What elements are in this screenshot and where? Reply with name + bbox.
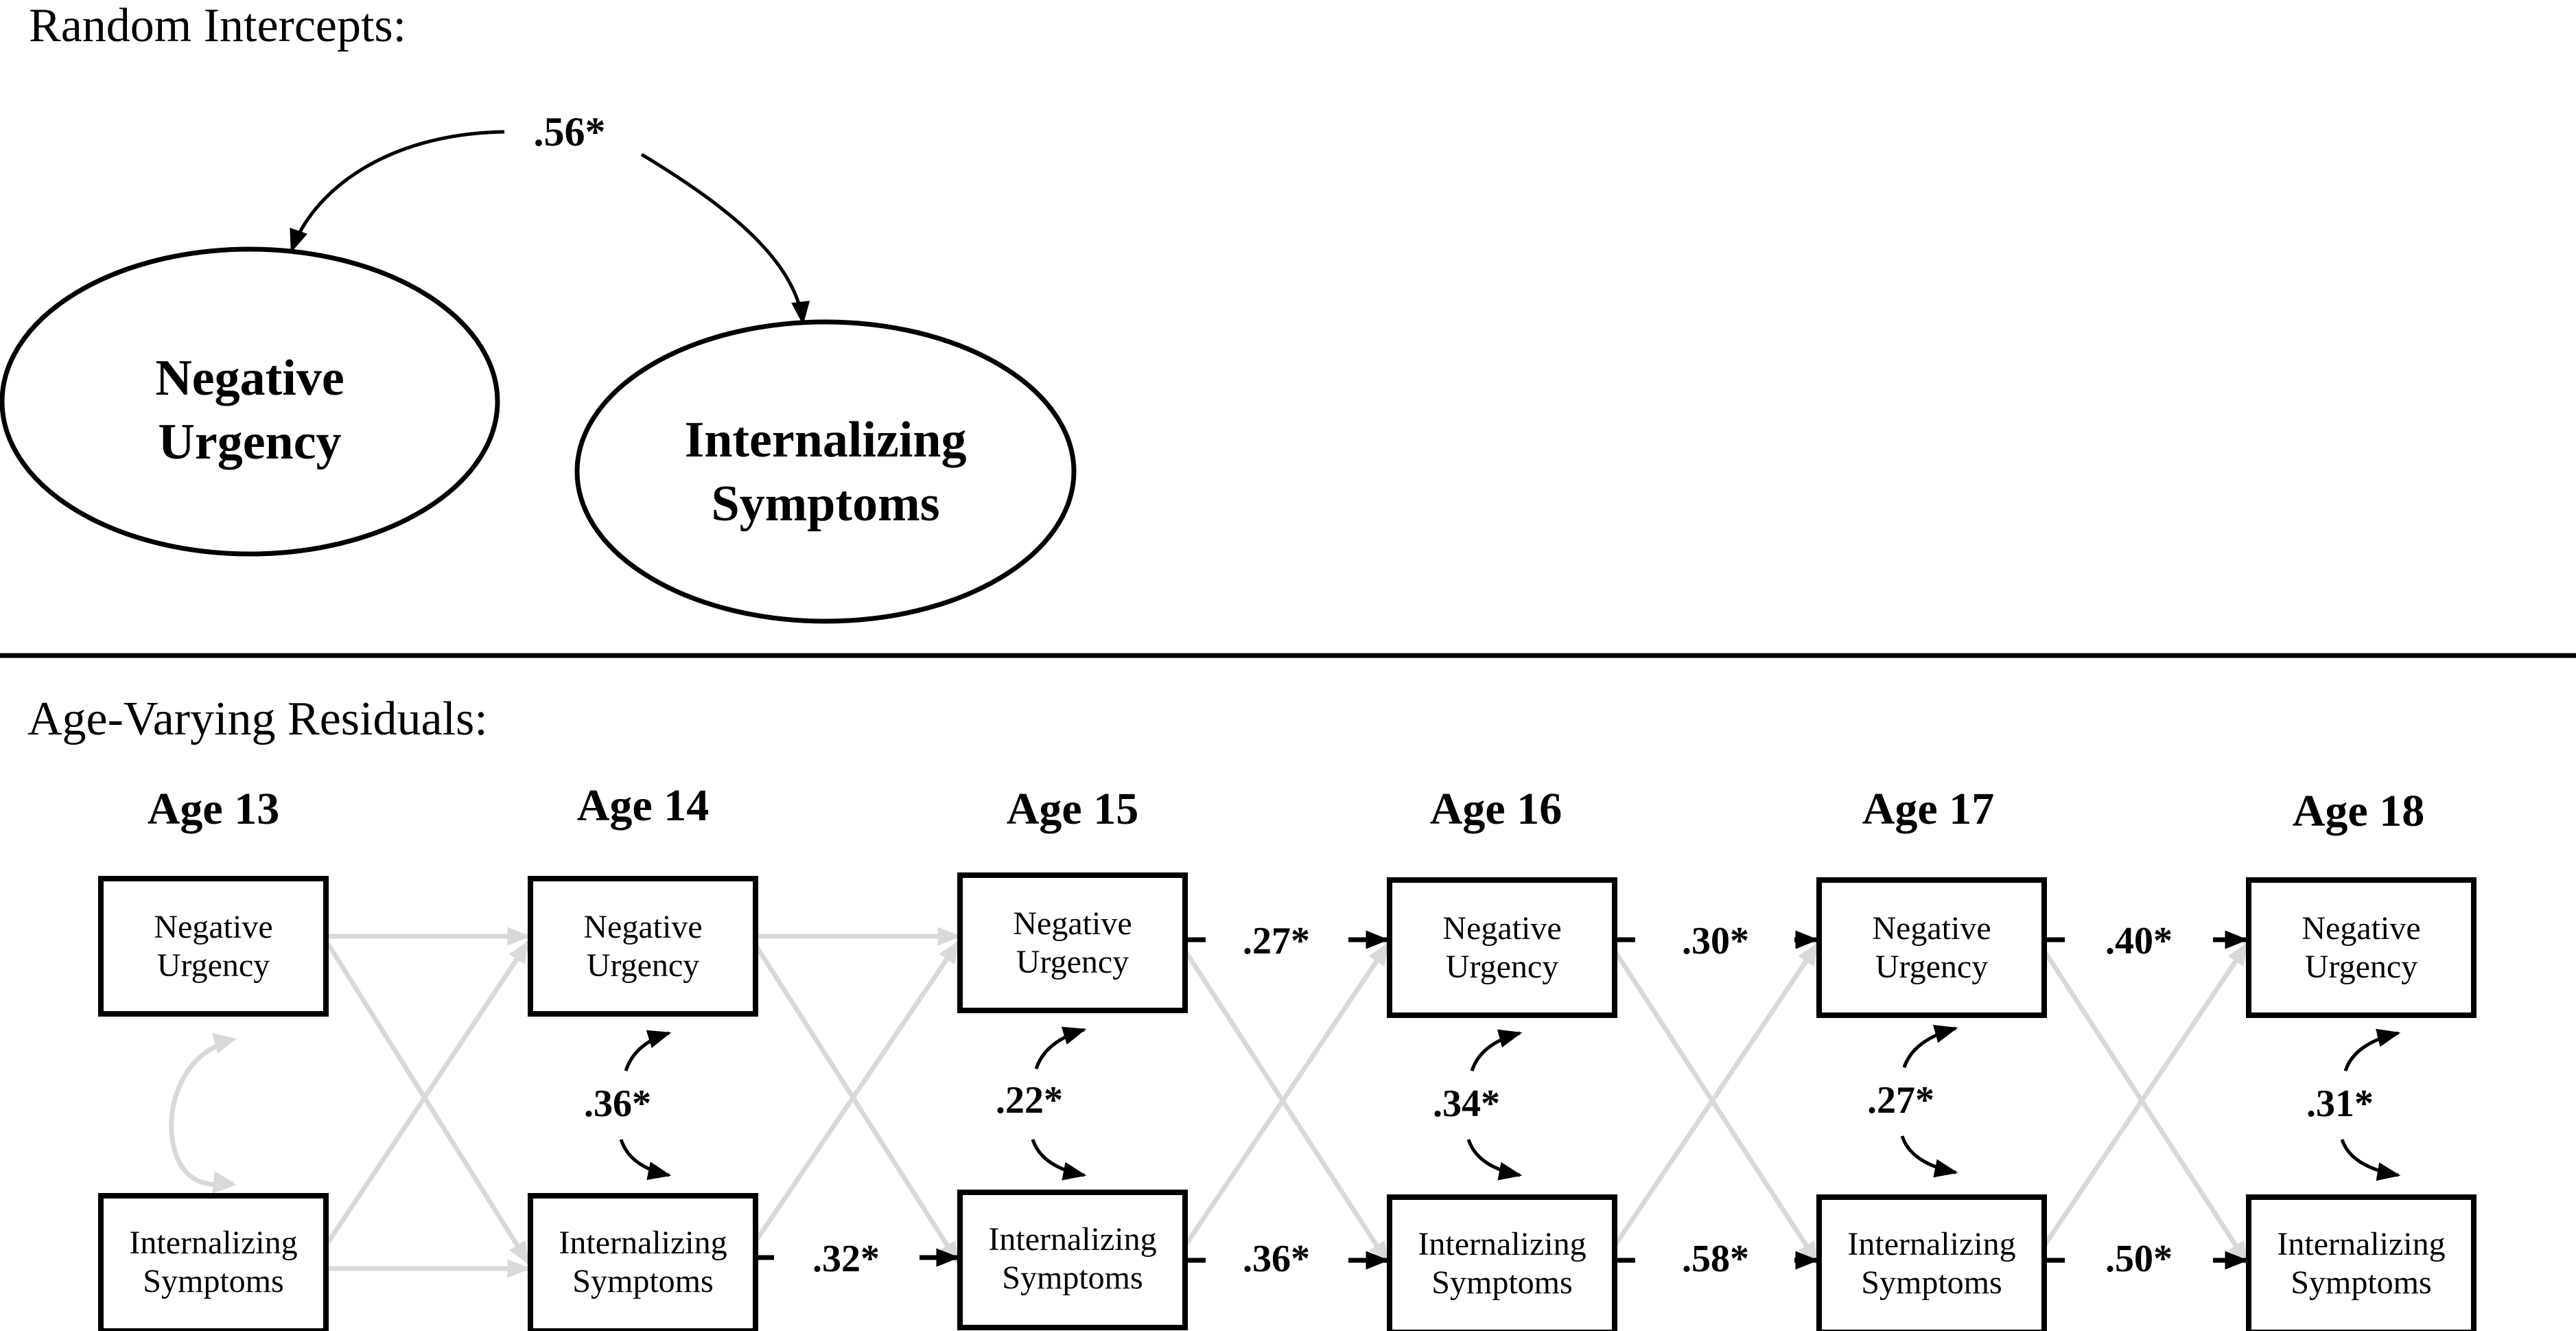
intercept-covariance-arrow-right <box>640 152 810 325</box>
within-cov-age17: .27* <box>1867 1079 1934 1122</box>
nu-box-line2: Urgency <box>587 947 699 984</box>
nonsignificant-paths <box>169 927 2249 1278</box>
nu-box-line1: Negative <box>583 909 702 945</box>
is-box-line2: Symptoms <box>143 1263 283 1299</box>
nu-box-line2: Urgency <box>1016 944 1129 980</box>
nu-box-line2: Urgency <box>157 947 270 984</box>
is-path-17-18: .50* <box>2105 1238 2173 1280</box>
age-varying-residuals-title: Age-Varying Residuals: <box>27 693 488 745</box>
factor-label-line2: Urgency <box>158 414 341 470</box>
random-intercepts-title: Random Intercepts: <box>29 0 406 52</box>
age-column-13: Age 13 Negative Urgency Internalizing Sy… <box>98 784 329 1331</box>
is-box-line1: Internalizing <box>559 1225 727 1261</box>
within-cov-age16: .34* <box>1433 1083 1500 1125</box>
nu-box-line1: Negative <box>2302 910 2420 947</box>
age-label: Age 15 <box>1007 784 1138 834</box>
nu-path-17-18: .40* <box>2105 920 2173 962</box>
age13-covariance-arrowhead-top <box>212 1033 237 1054</box>
age-label: Age 17 <box>1862 784 1994 834</box>
factor-label-line2: Symptoms <box>711 476 939 532</box>
age-column-18: Age 18 Negative Urgency Internalizing Sy… <box>2246 786 2477 1331</box>
is-box-line2: Symptoms <box>1431 1264 1572 1301</box>
age-label: Age 13 <box>148 784 279 834</box>
within-cov-age15: .22* <box>996 1079 1063 1122</box>
is-box-line1: Internalizing <box>1418 1226 1586 1262</box>
nu-box-line1: Negative <box>1013 905 1132 942</box>
is-box-line2: Symptoms <box>572 1263 713 1299</box>
is-box-line1: Internalizing <box>1847 1226 2015 1262</box>
nu-path-16-17: .30* <box>1682 920 1749 962</box>
age-column-17: Age 17 Negative Urgency Internalizing Sy… <box>1816 784 2047 1331</box>
nu-box-line1: Negative <box>1442 910 1561 947</box>
nu-path-15-16: .27* <box>1243 920 1310 962</box>
is-path-15-16: .36* <box>1243 1238 1310 1280</box>
nu-box-line2: Urgency <box>2305 949 2417 985</box>
is-box-line2: Symptoms <box>1002 1260 1143 1296</box>
age13-covariance-arrowhead-bottom <box>212 1171 237 1194</box>
age-column-16: Age 16 Negative Urgency Internalizing Sy… <box>1387 784 1617 1331</box>
is-box-line1: Internalizing <box>2277 1226 2445 1262</box>
is-box-line1: Internalizing <box>129 1225 297 1261</box>
factor-internalizing-symptoms: Internalizing Symptoms <box>574 319 1077 624</box>
age-label: Age 16 <box>1430 784 1562 834</box>
factor-negative-urgency: Negative Urgency <box>0 246 500 557</box>
factor-label-line1: Negative <box>155 350 344 406</box>
nu-box-line1: Negative <box>154 909 272 945</box>
nu-box-line2: Urgency <box>1875 949 1988 985</box>
intercept-covariance-value: .56* <box>534 109 606 154</box>
age-column-14: Age 14 Negative Urgency Internalizing Sy… <box>528 780 758 1331</box>
is-path-16-17: .58* <box>1682 1238 1749 1280</box>
factor-label-line1: Internalizing <box>684 412 966 468</box>
is-box-line2: Symptoms <box>2291 1264 2431 1301</box>
is-path-14-15: .32* <box>812 1238 880 1280</box>
is-box-line2: Symptoms <box>1861 1264 2002 1301</box>
age-label: Age 18 <box>2293 786 2424 836</box>
within-covariance-arrows <box>619 1024 2401 1181</box>
nu-box-line1: Negative <box>1872 910 1991 947</box>
age-label: Age 14 <box>577 780 709 831</box>
within-cov-age18: .31* <box>2306 1083 2374 1125</box>
intercept-covariance-arrow-left <box>290 130 505 253</box>
is-box-line1: Internalizing <box>988 1221 1156 1258</box>
age-column-15: Age 15 Negative Urgency Internalizing Sy… <box>957 784 1188 1330</box>
within-cov-age14: .36* <box>584 1083 651 1125</box>
nu-box-line2: Urgency <box>1446 949 1558 985</box>
is-autoregressive-paths <box>755 1248 2249 1270</box>
